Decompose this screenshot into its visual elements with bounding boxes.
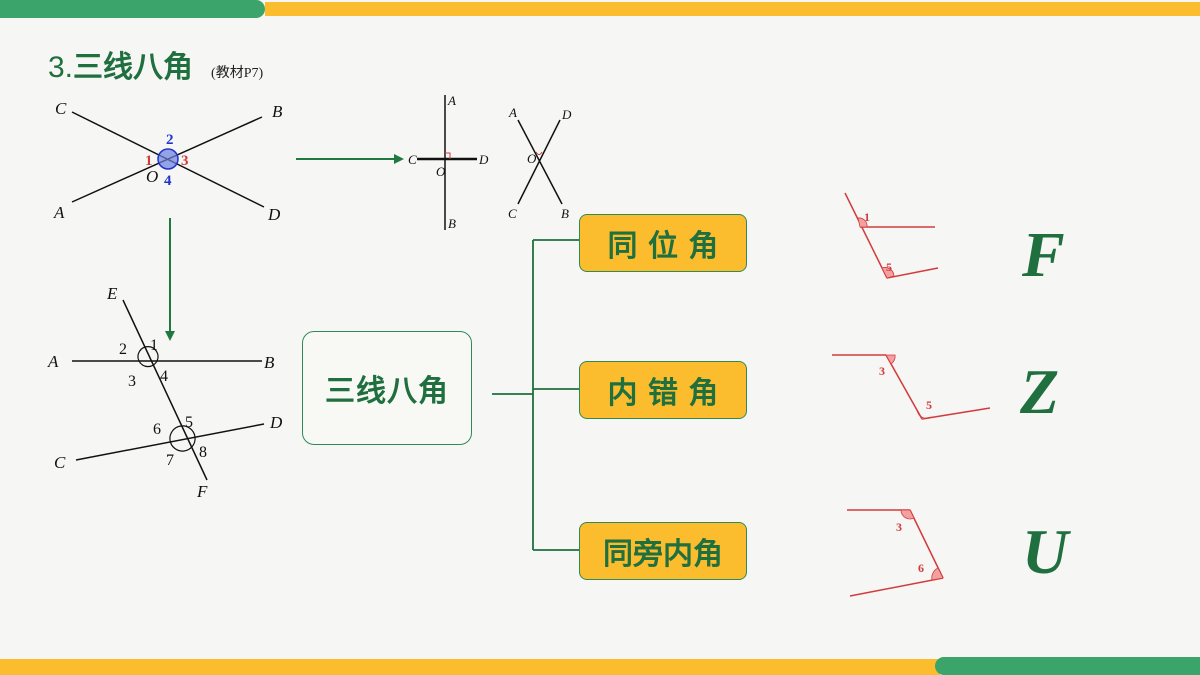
page-title: 3.三线八角 (教材P7) xyxy=(48,42,263,86)
angle-5: 5 xyxy=(185,414,193,431)
label-a: A xyxy=(447,93,456,108)
letter-f: F xyxy=(1022,219,1065,290)
label-b: B xyxy=(272,102,283,121)
label-c: C xyxy=(54,453,66,472)
label-d: D xyxy=(561,107,572,122)
letter-z: Z xyxy=(1020,356,1060,427)
angle-circle xyxy=(157,148,179,170)
angle-4: 4 xyxy=(164,173,172,189)
label-a: A xyxy=(47,352,59,371)
angle-5: 5 xyxy=(886,260,892,274)
label-b: B xyxy=(264,353,275,372)
bottom-yellow-bar xyxy=(0,659,940,675)
angle-3: 3 xyxy=(181,153,189,169)
u-shape-figure: 3 6 xyxy=(847,509,944,597)
label-o: O xyxy=(527,151,537,166)
label-a: A xyxy=(53,203,65,222)
label-d: D xyxy=(478,152,489,167)
title-subtitle: (教材P7) xyxy=(211,66,264,81)
label-b: B xyxy=(448,216,456,231)
label-c: C xyxy=(508,206,517,221)
angle-6: 6 xyxy=(153,421,161,438)
f-shape-figure: 1 5 xyxy=(844,192,939,279)
label-d: D xyxy=(269,413,283,432)
angle-2: 2 xyxy=(119,341,127,358)
corresponding-angles-box: 同 位 角 xyxy=(579,214,747,272)
label-c: C xyxy=(55,99,67,118)
arrow-right xyxy=(296,154,404,164)
diagram-intersecting-lines: C B A D O 1 2 3 4 xyxy=(53,99,283,224)
same-side-interior-angles-box: 同旁内角 xyxy=(579,522,747,580)
label-d: D xyxy=(267,205,281,224)
center-label-box: 三线八角 xyxy=(302,331,472,445)
angle-5: 5 xyxy=(926,398,932,412)
diagram-three-lines: E A B C D F 1 2 3 4 5 6 7 8 xyxy=(47,284,283,501)
angle-3: 3 xyxy=(896,520,902,534)
angle-7: 7 xyxy=(166,452,174,469)
title-text: 三线八角 xyxy=(73,50,194,85)
title-number: 3. xyxy=(48,51,74,84)
label-e: E xyxy=(106,284,118,303)
label-c: C xyxy=(408,152,417,167)
top-green-bar xyxy=(0,0,265,18)
angle-1: 1 xyxy=(145,153,153,169)
bracket-connector xyxy=(492,239,579,551)
angle-4: 4 xyxy=(160,368,168,385)
angle-3: 3 xyxy=(128,373,136,390)
label-o: O xyxy=(436,164,446,179)
alternate-interior-angles-box: 内 错 角 xyxy=(579,361,747,419)
angle-2: 2 xyxy=(166,132,174,148)
label-a: A xyxy=(508,105,517,120)
label-o: O xyxy=(146,167,158,186)
label-f: F xyxy=(196,482,208,501)
arrow-down xyxy=(165,218,175,341)
label-b: B xyxy=(561,206,569,221)
bottom-green-bar xyxy=(935,657,1200,675)
angle-1: 1 xyxy=(150,337,158,354)
diagram-crossing: A D O C B xyxy=(508,105,572,221)
angle-6: 6 xyxy=(918,561,924,575)
angle-8: 8 xyxy=(199,444,207,461)
z-shape-figure: 3 5 xyxy=(832,354,991,420)
angle-1: 1 xyxy=(864,210,870,224)
diagram-perpendicular: A B C D O xyxy=(408,93,489,231)
letter-u: U xyxy=(1022,516,1069,587)
angle-3: 3 xyxy=(879,364,885,378)
top-yellow-bar xyxy=(265,2,1200,16)
